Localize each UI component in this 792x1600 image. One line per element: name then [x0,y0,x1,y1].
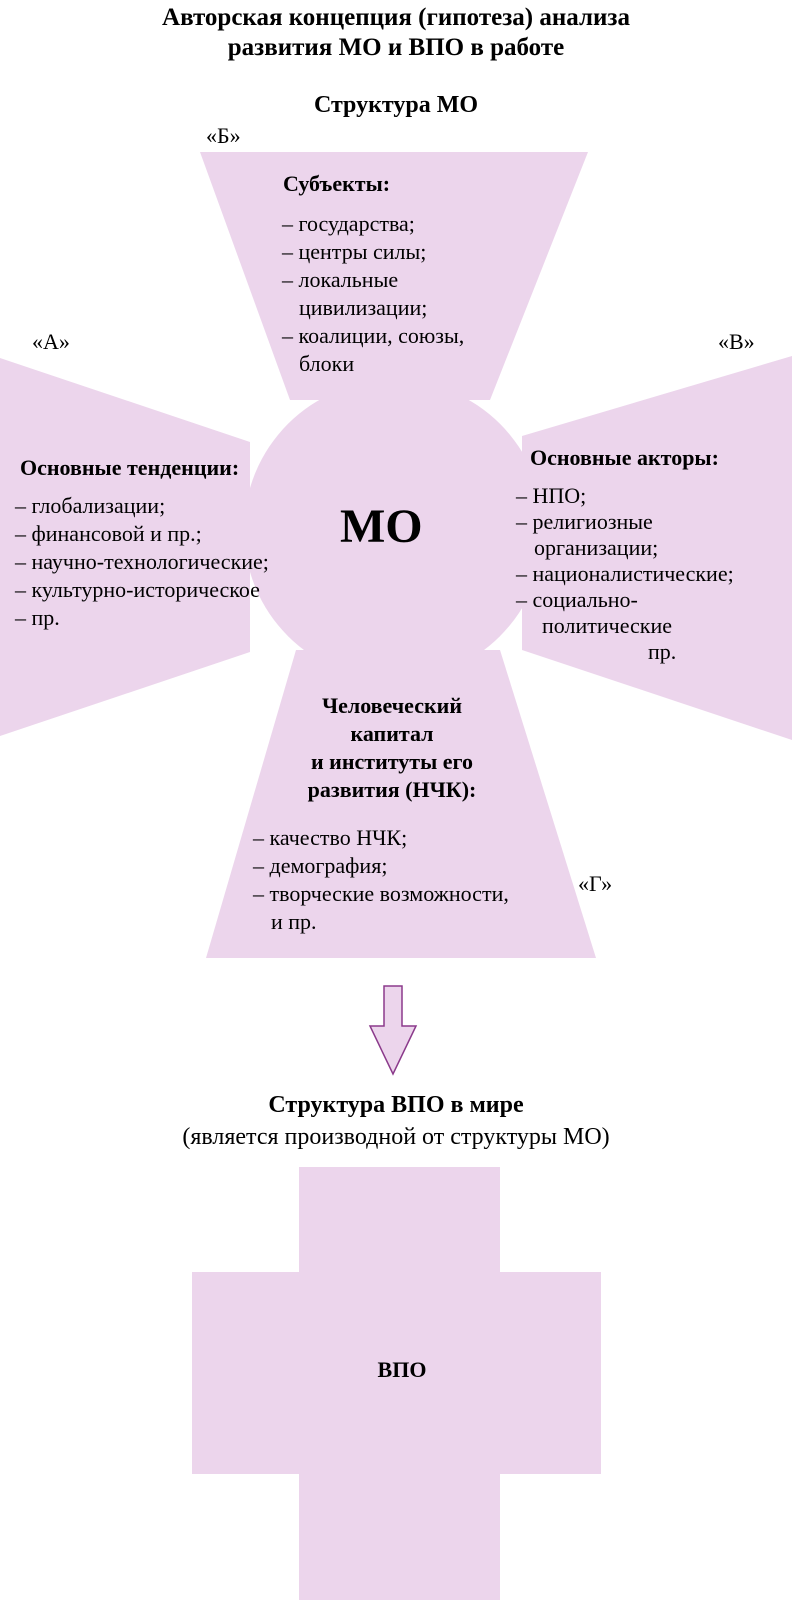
mo-center-circle [244,380,544,680]
arm-g-heading-line: развития (НЧК): [307,777,477,802]
arm-v-shape [522,356,792,740]
arm-g-letter: «Г» [578,871,613,896]
arm-v-item: – социально- [516,587,638,612]
arm-a-item: – финансовой и пр.; [15,521,202,546]
arm-g-shape [206,650,596,958]
arm-b-letter: «Б» [206,123,241,148]
arm-a-shape [0,358,250,736]
vpo-cross-shape [192,1167,601,1600]
page-title-line-1: Авторская концепция (гипотеза) анализа [162,4,630,31]
arm-a-letter: «А» [32,329,70,354]
arm-b-shape [200,152,588,400]
arm-a-item: – научно-технологические; [15,549,269,574]
arm-v-item: – НПО; [516,483,587,508]
arm-v-item: – религиозные [516,509,653,534]
down-arrow-icon [368,985,418,1076]
arm-b-heading: Субъекты: [283,171,391,196]
mo-center-label: МО [340,500,423,553]
arm-a-item: – пр. [15,605,60,630]
arm-v-item: пр. [648,639,677,664]
arm-b-item: – локальные [282,267,399,292]
vpo-center-label: ВПО [377,1357,427,1382]
arm-v-item: организации; [534,535,659,560]
arm-g-item: – демография; [253,853,388,878]
arm-g-heading-line: и институты его [311,749,473,774]
arm-a-heading: Основные тенденции: [20,455,240,480]
structure-mo-heading: Структура МО [313,92,479,118]
arm-g-heading-line: капитал [350,721,434,746]
arm-b-item: блоки [299,351,355,376]
arm-v-item: – националистические; [516,561,734,586]
arm-v-item: политические [542,613,672,638]
arm-v-heading: Основные акторы: [530,445,719,470]
arm-a-item: – глобализации; [15,493,166,518]
arm-b-item: – коалиции, союзы, [282,323,465,348]
arm-b-item: цивилизации; [299,295,428,320]
structure-vpo-heading: Структура ВПО в мире [268,1092,524,1118]
arm-v-letter: «В» [718,329,755,354]
arm-g-item: – творческие возможности, [253,881,509,906]
arm-b-item: – центры силы; [282,239,427,264]
arm-g-heading-line: Человеческий [321,693,463,718]
page-title-line-2: развития МО и ВПО в работе [227,34,565,61]
arm-g-item: и пр. [271,909,317,934]
arm-a-item: – культурно-историческое [15,577,260,602]
structure-vpo-subheading: (является производной от структуры МО) [182,1124,610,1150]
mo-cross-shape [0,152,792,958]
arm-g-item: – качество НЧК; [253,825,408,850]
arm-b-item: – государства; [282,211,415,236]
